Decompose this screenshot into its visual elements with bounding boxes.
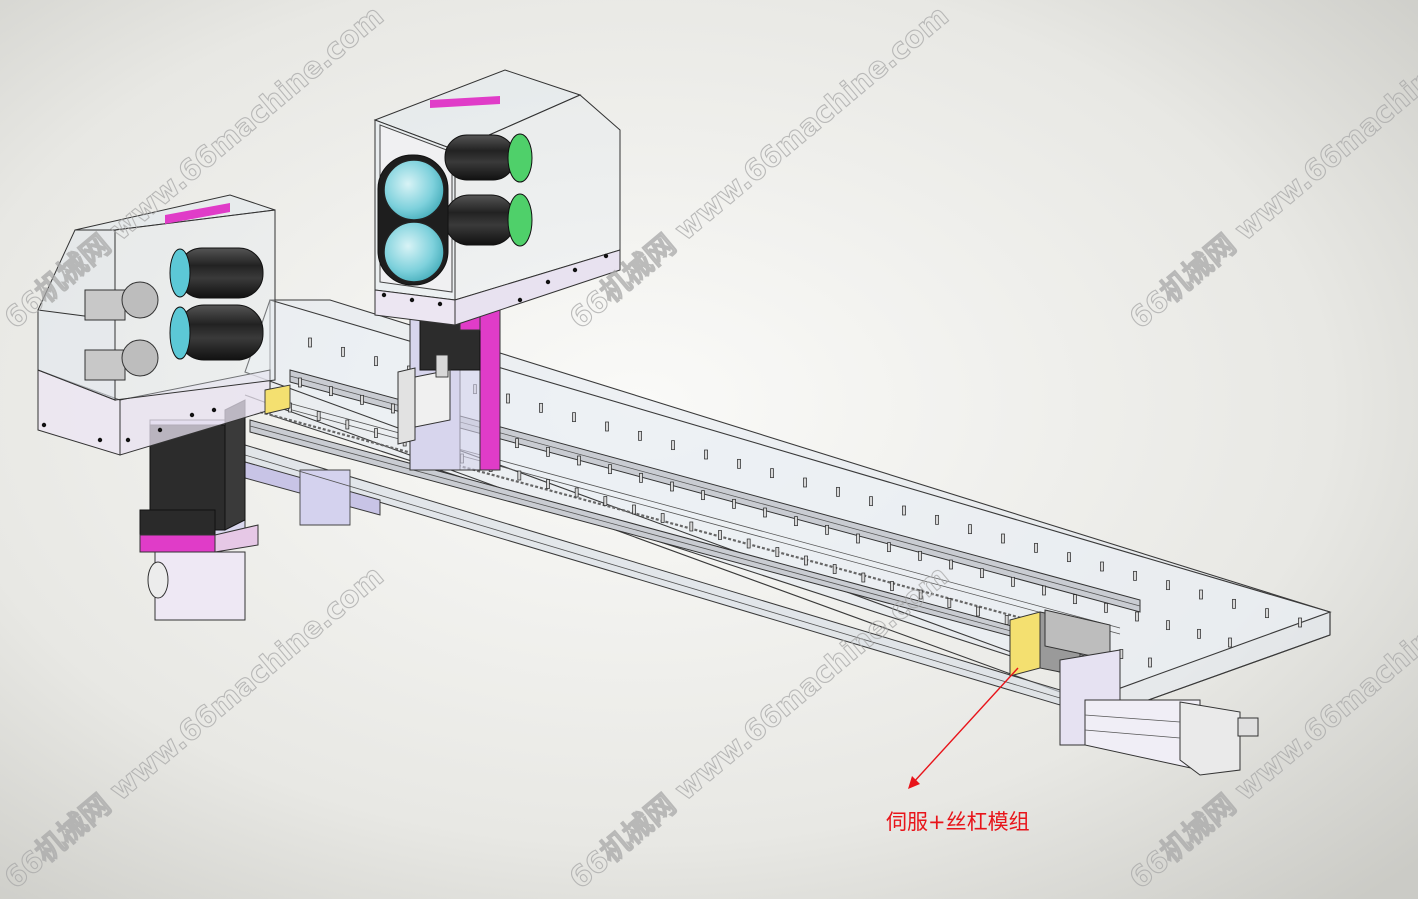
bolt bbox=[1298, 617, 1302, 628]
bolt bbox=[746, 538, 751, 549]
bolt bbox=[794, 516, 798, 527]
bolt bbox=[1166, 580, 1170, 591]
bolt bbox=[605, 421, 609, 432]
bolt bbox=[298, 377, 302, 388]
bolt bbox=[660, 513, 665, 523]
bolt bbox=[856, 533, 860, 544]
bolt bbox=[701, 490, 705, 501]
bolt bbox=[539, 402, 543, 413]
bolt bbox=[1228, 637, 1232, 648]
bolt bbox=[737, 458, 741, 469]
bolt bbox=[918, 589, 923, 600]
bolt bbox=[391, 403, 395, 414]
bolt bbox=[763, 507, 767, 518]
bolt bbox=[632, 504, 636, 515]
bolt bbox=[949, 559, 953, 570]
bolt bbox=[577, 455, 581, 466]
bolt bbox=[1004, 615, 1009, 625]
bolt bbox=[935, 514, 939, 525]
bolt bbox=[360, 394, 364, 405]
left-sensor-housing bbox=[37, 194, 276, 621]
bolt bbox=[976, 606, 980, 617]
bolt bbox=[546, 479, 550, 489]
bolt bbox=[1166, 620, 1170, 631]
bolt bbox=[887, 542, 891, 553]
bolt bbox=[1133, 570, 1137, 581]
bolt bbox=[1199, 589, 1203, 600]
callout-label: 伺服+丝杠模组 bbox=[886, 810, 1030, 834]
rear-sensor-housing bbox=[373, 69, 621, 471]
bolt bbox=[980, 568, 984, 579]
bolt bbox=[1001, 533, 1005, 544]
base-plate bbox=[244, 299, 1332, 713]
bolt bbox=[316, 411, 321, 421]
bolt bbox=[890, 581, 894, 591]
servo-screw-module bbox=[1009, 609, 1259, 776]
bolt bbox=[804, 555, 808, 566]
bolt bbox=[572, 412, 576, 423]
bolt bbox=[836, 486, 840, 497]
bolt bbox=[603, 496, 608, 506]
bolt bbox=[861, 572, 866, 583]
bolt bbox=[608, 464, 612, 475]
bolt bbox=[1042, 585, 1046, 596]
bolt bbox=[515, 438, 519, 449]
bolt bbox=[546, 446, 550, 457]
bolt bbox=[704, 449, 708, 460]
bolt bbox=[671, 440, 675, 451]
bolt bbox=[968, 524, 972, 535]
bolt bbox=[345, 419, 350, 430]
bolt bbox=[1232, 598, 1236, 609]
bolt bbox=[1135, 611, 1139, 622]
bolt bbox=[670, 481, 674, 492]
bolt bbox=[1148, 657, 1152, 668]
bolt bbox=[638, 430, 642, 441]
bolt bbox=[1100, 561, 1104, 572]
bolt bbox=[775, 547, 780, 557]
center-carriage bbox=[264, 354, 451, 445]
bolt bbox=[341, 346, 345, 357]
callout-arrow bbox=[908, 667, 1019, 789]
bolt bbox=[918, 550, 922, 561]
bolt bbox=[718, 530, 722, 540]
bolt bbox=[374, 428, 378, 438]
bolt bbox=[374, 356, 378, 367]
bolt bbox=[639, 472, 643, 483]
bolt bbox=[329, 386, 333, 397]
bolt bbox=[732, 498, 736, 509]
bolt bbox=[308, 337, 312, 348]
bolt bbox=[1073, 594, 1077, 605]
bolt bbox=[770, 468, 774, 479]
bolt bbox=[947, 598, 952, 608]
bolt bbox=[832, 564, 837, 574]
bolt bbox=[689, 521, 694, 532]
bolt bbox=[1197, 628, 1201, 639]
bolt bbox=[1067, 552, 1071, 563]
bolt bbox=[869, 496, 873, 507]
bolt bbox=[825, 524, 829, 535]
bolt bbox=[1011, 576, 1015, 587]
bolt bbox=[1265, 608, 1269, 619]
bolt bbox=[1034, 542, 1038, 553]
bolt bbox=[517, 470, 522, 481]
bolt bbox=[902, 505, 906, 516]
bolt bbox=[1104, 602, 1108, 613]
bolt bbox=[506, 393, 510, 404]
bolt bbox=[574, 487, 579, 498]
bolt bbox=[803, 477, 807, 488]
